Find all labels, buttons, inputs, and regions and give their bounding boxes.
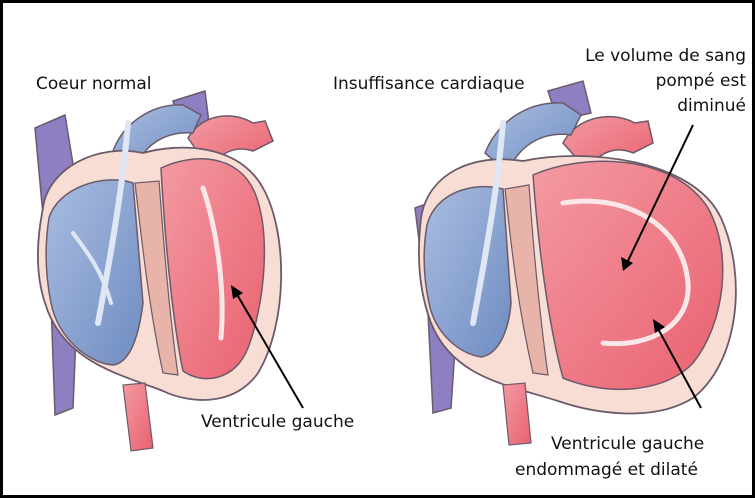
label-volume-line1: Le volume de sang: [585, 45, 746, 67]
label-normal-heart: Coeur normal: [36, 73, 151, 95]
failing-left-ventricle: [533, 161, 723, 389]
label-volume-line3: diminué: [677, 95, 746, 117]
label-damaged-line2: endommagé et dilaté: [515, 459, 698, 481]
label-damaged-line1: Ventricule gauche: [551, 433, 704, 455]
label-volume-line2: pompé est: [656, 70, 746, 92]
label-left-ventricle: Ventricule gauche: [201, 411, 354, 433]
normal-heart-icon: [35, 91, 281, 451]
normal-lower-aorta: [123, 383, 153, 451]
label-heart-failure: Insuffisance cardiaque: [333, 73, 525, 95]
